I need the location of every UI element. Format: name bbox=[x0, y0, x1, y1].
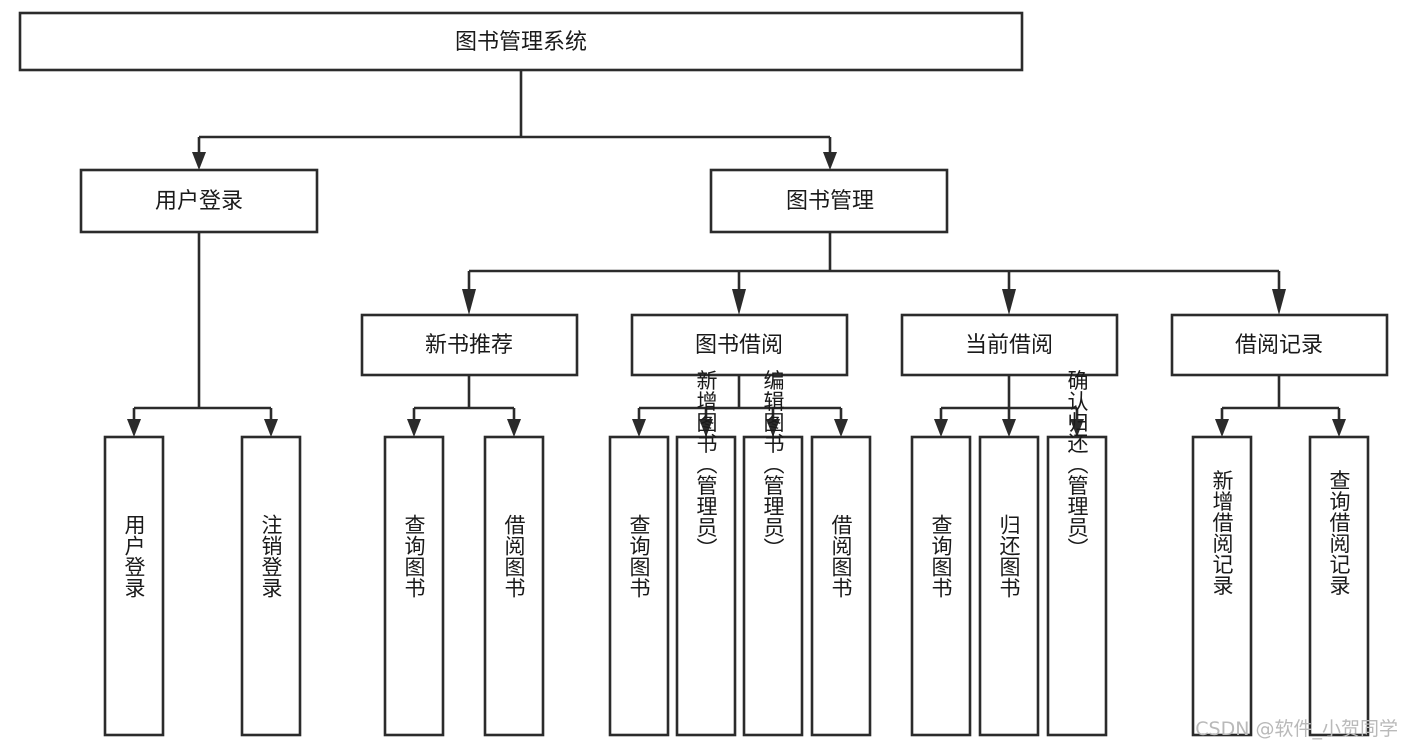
node-leaf-user-login[interactable]: 用户登录 bbox=[103, 435, 165, 737]
node-leaf-borrow-book-1-box[interactable] bbox=[483, 435, 545, 737]
node-book-manage-label: 图书管理 bbox=[786, 189, 874, 214]
node-borrow-record[interactable]: 借阅记录 bbox=[1170, 313, 1389, 377]
node-current-borrow-box[interactable] bbox=[900, 313, 1119, 377]
arrow-br-leaf1-icon bbox=[1215, 419, 1229, 437]
node-leaf-add-book-label: 新增图书（管理员） bbox=[694, 370, 718, 559]
arrow-nbr-leaf2-icon bbox=[507, 419, 521, 437]
node-leaf-query-book-3-box[interactable] bbox=[910, 435, 972, 737]
arrow-cb-leaf3-icon bbox=[1070, 419, 1084, 437]
node-root-label: 图书管理系统 bbox=[455, 30, 587, 55]
node-leaf-query-book-2-label: 查询图书 bbox=[627, 514, 651, 598]
node-user-login[interactable]: 用户登录 bbox=[79, 168, 319, 234]
node-book-borrow[interactable]: 图书借阅 bbox=[630, 313, 849, 377]
arrow-br-leaf2-icon bbox=[1332, 419, 1346, 437]
node-leaf-query-record[interactable]: 查询借阅记录 bbox=[1308, 435, 1370, 737]
node-leaf-add-record-label: 新增借阅记录 bbox=[1210, 470, 1234, 596]
node-leaf-add-record[interactable]: 新增借阅记录 bbox=[1191, 435, 1253, 737]
node-leaf-edit-book-box[interactable] bbox=[742, 435, 804, 737]
node-leaf-query-record-box[interactable] bbox=[1308, 435, 1370, 737]
node-borrow-record-label: 借阅记录 bbox=[1235, 333, 1323, 358]
node-leaf-confirm-return[interactable]: 确认归还（管理员） bbox=[1046, 370, 1108, 737]
node-leaf-query-book-1-label: 查询图书 bbox=[402, 514, 426, 598]
node-leaf-user-login-box[interactable] bbox=[103, 435, 165, 737]
arrow-bm-borrow-record-icon bbox=[1272, 289, 1286, 315]
node-leaf-confirm-return-box[interactable] bbox=[1046, 435, 1108, 737]
node-leaf-user-logout-label: 注销登录 bbox=[259, 514, 283, 598]
arrow-root-to-user-login-icon bbox=[192, 152, 206, 170]
node-leaf-add-book[interactable]: 新增图书（管理员） bbox=[675, 370, 737, 737]
node-leaf-borrow-book-2-label: 借阅图书 bbox=[829, 514, 853, 598]
arrow-bm-book-borrow-icon bbox=[732, 289, 746, 315]
node-leaf-add-record-box[interactable] bbox=[1191, 435, 1253, 737]
arrow-user-login-leaf1-icon bbox=[127, 419, 141, 437]
node-leaf-return-book-label: 归还图书 bbox=[997, 514, 1021, 598]
node-current-borrow-label: 当前借阅 bbox=[965, 333, 1053, 358]
arrow-bb-leaf1-icon bbox=[632, 419, 646, 437]
node-book-manage-box[interactable] bbox=[709, 168, 949, 234]
node-borrow-record-box[interactable] bbox=[1170, 313, 1389, 377]
node-leaf-query-record-label: 查询借阅记录 bbox=[1327, 470, 1351, 596]
node-leaf-query-book-2-box[interactable] bbox=[608, 435, 670, 737]
node-book-borrow-box[interactable] bbox=[630, 313, 849, 377]
node-user-login-box[interactable] bbox=[79, 168, 319, 234]
node-root-box[interactable] bbox=[18, 11, 1024, 72]
arrow-bb-leaf2-icon bbox=[699, 419, 713, 437]
csdn-watermark: CSDN @软件_小贺同学 bbox=[1195, 718, 1398, 740]
node-leaf-query-book-3[interactable]: 查询图书 bbox=[910, 435, 972, 737]
node-leaf-user-logout[interactable]: 注销登录 bbox=[240, 435, 302, 737]
node-leaf-confirm-return-label: 确认归还（管理员） bbox=[1065, 370, 1089, 559]
arrow-nbr-leaf1-icon bbox=[407, 419, 421, 437]
arrow-bm-new-book-rec-icon bbox=[462, 289, 476, 315]
node-leaf-edit-book-label: 编辑图书（管理员） bbox=[761, 370, 785, 559]
node-leaf-query-book-2[interactable]: 查询图书 bbox=[608, 435, 670, 737]
node-leaf-borrow-book-2[interactable]: 借阅图书 bbox=[810, 435, 872, 737]
arrow-cb-leaf1-icon bbox=[934, 419, 948, 437]
arrow-root-to-book-manage-icon bbox=[823, 152, 837, 170]
node-leaf-query-book-1[interactable]: 查询图书 bbox=[383, 435, 445, 737]
node-leaf-borrow-book-1-label: 借阅图书 bbox=[502, 514, 526, 598]
node-root[interactable]: 图书管理系统 bbox=[18, 11, 1024, 72]
node-leaf-query-book-3-label: 查询图书 bbox=[929, 514, 953, 598]
arrow-bm-current-borrow-icon bbox=[1002, 289, 1016, 315]
node-book-manage[interactable]: 图书管理 bbox=[709, 168, 949, 234]
arrow-bb-leaf3-icon bbox=[766, 419, 780, 437]
node-leaf-edit-book[interactable]: 编辑图书（管理员） bbox=[742, 370, 804, 737]
node-new-book-rec[interactable]: 新书推荐 bbox=[360, 313, 579, 377]
node-book-borrow-label: 图书借阅 bbox=[695, 333, 783, 358]
node-current-borrow[interactable]: 当前借阅 bbox=[900, 313, 1119, 377]
node-new-book-rec-box[interactable] bbox=[360, 313, 579, 377]
arrow-bb-leaf4-icon bbox=[834, 419, 848, 437]
arrow-cb-leaf2-icon bbox=[1002, 419, 1016, 437]
node-leaf-query-book-1-box[interactable] bbox=[383, 435, 445, 737]
node-leaf-return-book-box[interactable] bbox=[978, 435, 1040, 737]
connector-layer bbox=[127, 70, 1346, 437]
node-leaf-return-book[interactable]: 归还图书 bbox=[978, 435, 1040, 737]
node-leaf-borrow-book-1[interactable]: 借阅图书 bbox=[483, 435, 545, 737]
node-leaf-add-book-box[interactable] bbox=[675, 435, 737, 737]
node-leaf-user-login-label: 用户登录 bbox=[122, 514, 146, 598]
arrow-user-login-leaf2-icon bbox=[264, 419, 278, 437]
node-leaf-user-logout-box[interactable] bbox=[240, 435, 302, 737]
node-new-book-rec-label: 新书推荐 bbox=[425, 333, 513, 358]
node-user-login-label: 用户登录 bbox=[155, 189, 243, 214]
node-leaf-borrow-book-2-box[interactable] bbox=[810, 435, 872, 737]
